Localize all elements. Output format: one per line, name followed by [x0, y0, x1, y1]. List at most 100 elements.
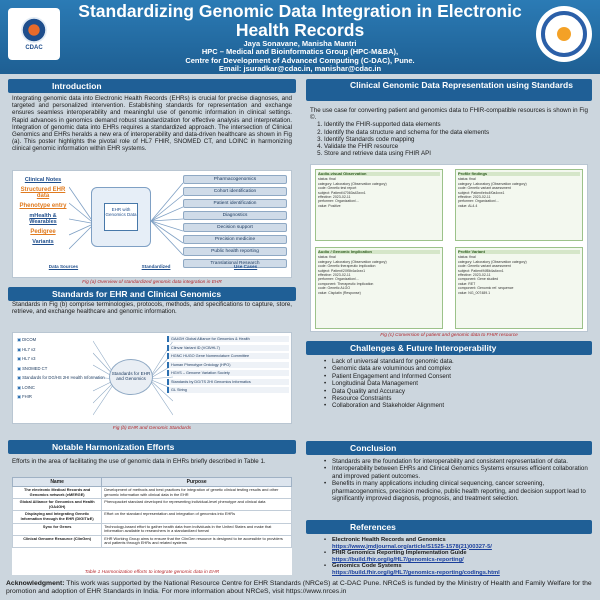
- ehr-hub: EHR with Genomics Data: [91, 187, 151, 247]
- figure-a-footer: Data Sources Standardized Use Cases: [17, 264, 289, 269]
- ehr-document-icon: EHR with Genomics Data: [104, 203, 138, 231]
- fhir-resource-box: Profile findings status: final category:…: [455, 169, 583, 241]
- acknowledgment: Acknowledgment: This work was supported …: [0, 578, 600, 600]
- resource-line: status: final: [458, 255, 476, 260]
- figure-c: Audio-visual Observation status: final c…: [310, 164, 588, 332]
- resource-line: performer: Organization/...: [458, 199, 499, 204]
- ehr-standards-list: DICOM HL7 v2 HL7 v3 SNOMED CT Standards …: [17, 337, 105, 404]
- affiliation-line-2: Centre for Development of Advanced Compu…: [185, 55, 415, 65]
- figure-a: Clinical Notes Structured EHR data Pheno…: [12, 170, 292, 278]
- standard-item: HL7 v2: [17, 347, 95, 352]
- effort-name: Displaying and Integrating Genetic Infor…: [11, 510, 103, 524]
- resource-line: performer: Organization/...: [318, 277, 359, 282]
- references-block: Electronic Health Records and Genomics h…: [306, 535, 592, 577]
- use-case-item: Precision medicine: [183, 235, 287, 244]
- ack-label: Acknowledgment:: [6, 580, 65, 587]
- intro-paragraph: Integrating genomic data into Electronic…: [12, 95, 292, 153]
- resource-line: category: Laboratory (Observation catego…: [458, 181, 527, 186]
- author-names: Jaya Sonavane, Manisha Mantri: [243, 39, 357, 48]
- use-case-item: Translational Research: [183, 259, 287, 268]
- resource-head: Audio / Genomic Implication: [318, 249, 440, 255]
- reference-link[interactable]: https://build.fhir.org/ig/HL7/genomics-r…: [332, 569, 500, 576]
- resource-head: Audio-visual Observation: [318, 171, 440, 177]
- cdac-logo: CDAC: [8, 8, 60, 60]
- nrces-emblem-icon: [541, 11, 587, 57]
- resource-line: status: final: [318, 255, 336, 260]
- footer-label: Data Sources: [48, 264, 79, 269]
- author-email[interactable]: Email: jsuradkar@cdac.in, manishar@cdac.…: [218, 64, 382, 74]
- table-caption: Table 1 Harmonization efforts to integra…: [84, 570, 220, 575]
- reference-item: Electronic Health Records and Genomics h…: [324, 537, 588, 550]
- resource-line: code: Genetic test report: [318, 186, 357, 191]
- ack-text: This work was supported by the National …: [6, 580, 592, 595]
- clinical-paragraph: The use case for converting patient and …: [310, 107, 588, 122]
- resource-line: effective: 2023-02-11: [458, 273, 491, 278]
- use-case-item: Public health reporting: [183, 247, 287, 256]
- use-cases-list: Pharmacogenomics Cohort identification P…: [183, 175, 287, 271]
- list-item: Interoperability between EHRs and Clinic…: [324, 465, 588, 480]
- future-heading: Challenges & Future Interoperability: [306, 341, 592, 355]
- conclusion-block: Standards are the foundation for interop…: [306, 456, 592, 516]
- standard-item: DICOM: [17, 337, 95, 342]
- table-row: Global Alliance for Genomics and Health …: [11, 498, 292, 512]
- resource-line: code: Genetic ALGO: [318, 286, 351, 291]
- resource-line: subject: Patient/2Xf5b4a4xxx1: [318, 268, 366, 273]
- data-sources-list: Clinical Notes Structured EHR data Pheno…: [17, 177, 69, 249]
- poster-header: CDAC Standardizing Genomic Data Integrat…: [0, 0, 600, 74]
- challenges-list: Lack of universal standard for genomic d…: [310, 358, 588, 410]
- effort-name: Sync for Genes: [11, 522, 103, 536]
- reference-title: Electronic Health Records and Genomics: [332, 537, 446, 543]
- clinical-steps: Identify the FHIR-supported data element…: [310, 121, 588, 157]
- conclusion-heading: Conclusion: [306, 441, 592, 455]
- resource-line: effective: 2023-02-11: [318, 195, 351, 200]
- resource-line: performer: Organization/...: [318, 199, 359, 204]
- resource-line: component: Genomic ref. sequence: [458, 286, 514, 291]
- cdac-logo-text: CDAC: [25, 45, 43, 51]
- reference-link[interactable]: https://www.jmdjournal.org/article/S1525…: [332, 543, 492, 550]
- harmonization-table: Name Purpose The electronic Medical Reco…: [11, 477, 292, 575]
- standard-item: SNOMED CT: [17, 366, 95, 371]
- figure-b-caption: Fig (b) EHR and Genomic Standards: [112, 426, 192, 431]
- reference-title: FHIR Genomics Reporting Implementation G…: [332, 550, 467, 557]
- resource-line: value: AL4.4: [458, 203, 478, 208]
- standard-item: FHIR: [17, 394, 95, 399]
- connector-arrows: [69, 182, 183, 256]
- effort-name: The electronic Medical Records and Genom…: [11, 485, 103, 500]
- resource-line: status: final: [318, 177, 336, 182]
- figure-c-caption: Fig (c) Conversion of patient and genomi…: [380, 333, 518, 338]
- fhir-resource-box: Profile Variant status: final category: …: [455, 247, 583, 329]
- list-item: Benefits in many applications including …: [324, 480, 588, 502]
- source-item: Phenotype entry: [19, 203, 67, 209]
- resource-line: code: Genetic therapeutic implication: [318, 264, 376, 269]
- step-item: Identify Standards code mapping: [324, 136, 588, 143]
- standard-item: HL7 v3: [17, 356, 95, 361]
- intro-heading: Introduction: [8, 79, 296, 93]
- fhir-resource-box: Audio / Genomic Implication status: fina…: [315, 247, 443, 329]
- column-header: Name: [11, 477, 103, 487]
- resource-line: value: RET: [458, 281, 476, 286]
- effort-purpose: Effort on the standard representation an…: [101, 510, 292, 524]
- resource-line: status: final: [458, 177, 476, 182]
- poster-title: Standardizing Genomic Data Integration i…: [78, 1, 522, 40]
- column-header: Purpose: [101, 477, 292, 487]
- notable-paragraph: Efforts in the area of facilitating the …: [12, 458, 266, 465]
- reference-link[interactable]: https://build.fhir.org/ig/HL7/genomics-r…: [332, 556, 464, 563]
- standard-item: Clinvar Variant ID (VCB/HL7): [167, 344, 289, 351]
- list-item: Standards are the foundation for interop…: [324, 458, 588, 466]
- use-case-item: Patient identification: [183, 199, 287, 208]
- resource-line: component: Therapeutic Implication: [318, 281, 374, 286]
- use-case-item: Diagnostics: [183, 211, 287, 220]
- list-item: Collaboration and Stakeholder Alignment: [324, 402, 588, 410]
- fhir-resource-box: Audio-visual Observation status: final c…: [315, 169, 443, 241]
- effort-name: Global Alliance for Genomics and Health …: [11, 498, 103, 512]
- use-case-item: Pharmacogenomics: [183, 175, 287, 184]
- references-heading: References: [306, 520, 592, 534]
- resource-line: component: Gene studied: [458, 277, 499, 282]
- resource-line: category: Laboratory (Observation catego…: [318, 181, 387, 186]
- resource-line: code: Genetic variant assessment: [458, 186, 511, 191]
- reference-item: FHIR Genomics Reporting Implementation G…: [324, 550, 588, 563]
- cdac-emblem-icon: [21, 17, 47, 43]
- resource-line: value: Cisplatin (Response): [318, 290, 361, 295]
- step-item: Validate the FHIR resource: [324, 143, 588, 150]
- source-item: Pedigree: [30, 229, 56, 235]
